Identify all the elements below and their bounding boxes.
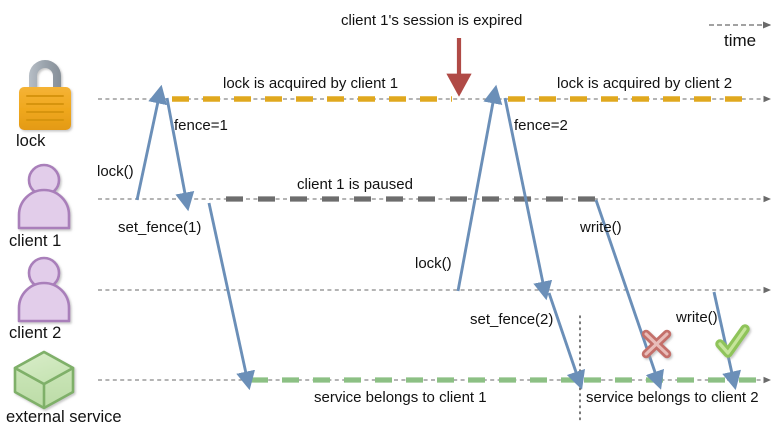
lane-baselines — [98, 95, 772, 384]
lane-label-lock: lock — [16, 132, 46, 150]
message-label-set-fence1: set_fence(1) — [118, 219, 202, 236]
message-arrow-lock1 — [135, 84, 168, 201]
message-label-lock1: lock() — [97, 163, 134, 180]
message-label-set-fence2: set_fence(2) — [470, 311, 554, 328]
person-icon-client2 — [17, 256, 71, 323]
banner-client1-paused: client 1 is paused — [297, 176, 413, 193]
message-label-fence2: fence=2 — [514, 117, 568, 134]
banner-lock-client1: lock is acquired by client 1 — [223, 75, 399, 92]
banner-service-client1: service belongs to client 1 — [314, 389, 487, 406]
lane-label-external-service: external service — [6, 408, 122, 426]
lane-label-client1: client 1 — [9, 232, 62, 250]
session-expired-label: client 1's session is expired — [341, 12, 523, 29]
message-label-fence1: fence=1 — [174, 117, 228, 134]
message-arrow-write2 — [712, 291, 741, 391]
message-label-lock2: lock() — [415, 255, 452, 272]
message-arrow-set-fence2 — [547, 292, 585, 390]
message-arrow-set-fence1 — [207, 202, 255, 391]
banner-service-client2: service belongs to client 2 — [586, 389, 759, 406]
message-label-write2: write() — [676, 309, 718, 326]
lane-label-client2: client 2 — [9, 324, 62, 342]
person-icon-client1 — [17, 163, 71, 230]
banner-lock-client2: lock is acquired by client 2 — [557, 75, 733, 92]
message-arrow-lock2 — [456, 84, 503, 292]
padlock-icon — [19, 60, 71, 130]
cube-icon — [13, 350, 75, 410]
message-label-write1: write() — [580, 219, 622, 236]
message-arrow-fence1 — [165, 97, 195, 212]
check-mark-icon — [715, 324, 750, 358]
time-axis-label: time — [724, 31, 757, 50]
message-arrow-fence2 — [503, 97, 553, 301]
cross-mark-icon — [641, 329, 672, 359]
